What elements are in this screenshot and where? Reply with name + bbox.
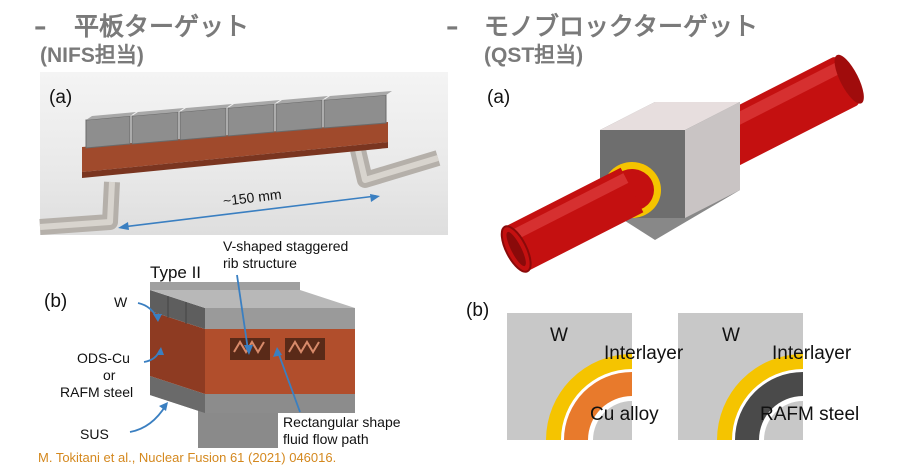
diagram-label-b-left: (b): [44, 291, 68, 312]
left-subtitle: (NIFS担当): [40, 44, 144, 67]
panel2-w: W: [722, 325, 740, 346]
right-title: モノブロックターゲット: [484, 12, 759, 41]
right-dash: –: [446, 12, 459, 41]
label-rafm: RAFM steel: [60, 384, 134, 400]
label-sus: SUS: [80, 426, 109, 442]
label-rect-2: fluid flow path: [283, 431, 369, 447]
label-vshaped-2: rib structure: [223, 255, 297, 271]
label-w-left: W: [114, 294, 128, 310]
label-or: or: [103, 367, 116, 383]
left-dash: –: [34, 12, 47, 41]
panel1-interlayer: Interlayer: [604, 343, 684, 364]
label-rect-1: Rectangular shape: [283, 414, 401, 430]
flat-target-photo: [39, 72, 448, 235]
panel-cu-alloy: [507, 313, 644, 460]
panel2-interlayer: Interlayer: [772, 343, 852, 364]
photo-label-a: (a): [49, 87, 73, 108]
label-ods-cu: ODS-Cu: [77, 350, 130, 366]
label-vshaped-1: V-shaped staggered: [223, 238, 349, 254]
panel-rafm-steel: [678, 313, 815, 460]
panel2-material: RAFM steel: [760, 404, 860, 425]
flat-target-drawing: [39, 91, 441, 235]
diagram-label-b-right: (b): [466, 300, 490, 321]
panel1-w: W: [550, 325, 568, 346]
right-subtitle: (QST担当): [484, 44, 584, 67]
type-label: Type II: [150, 263, 202, 282]
left-title: 平板ターゲット: [74, 12, 250, 41]
render-label-a: (a): [487, 87, 511, 108]
citation: M. Tokitani et al., Nuclear Fusion 61 (2…: [38, 450, 337, 465]
panel1-material: Cu alloy: [590, 404, 659, 425]
